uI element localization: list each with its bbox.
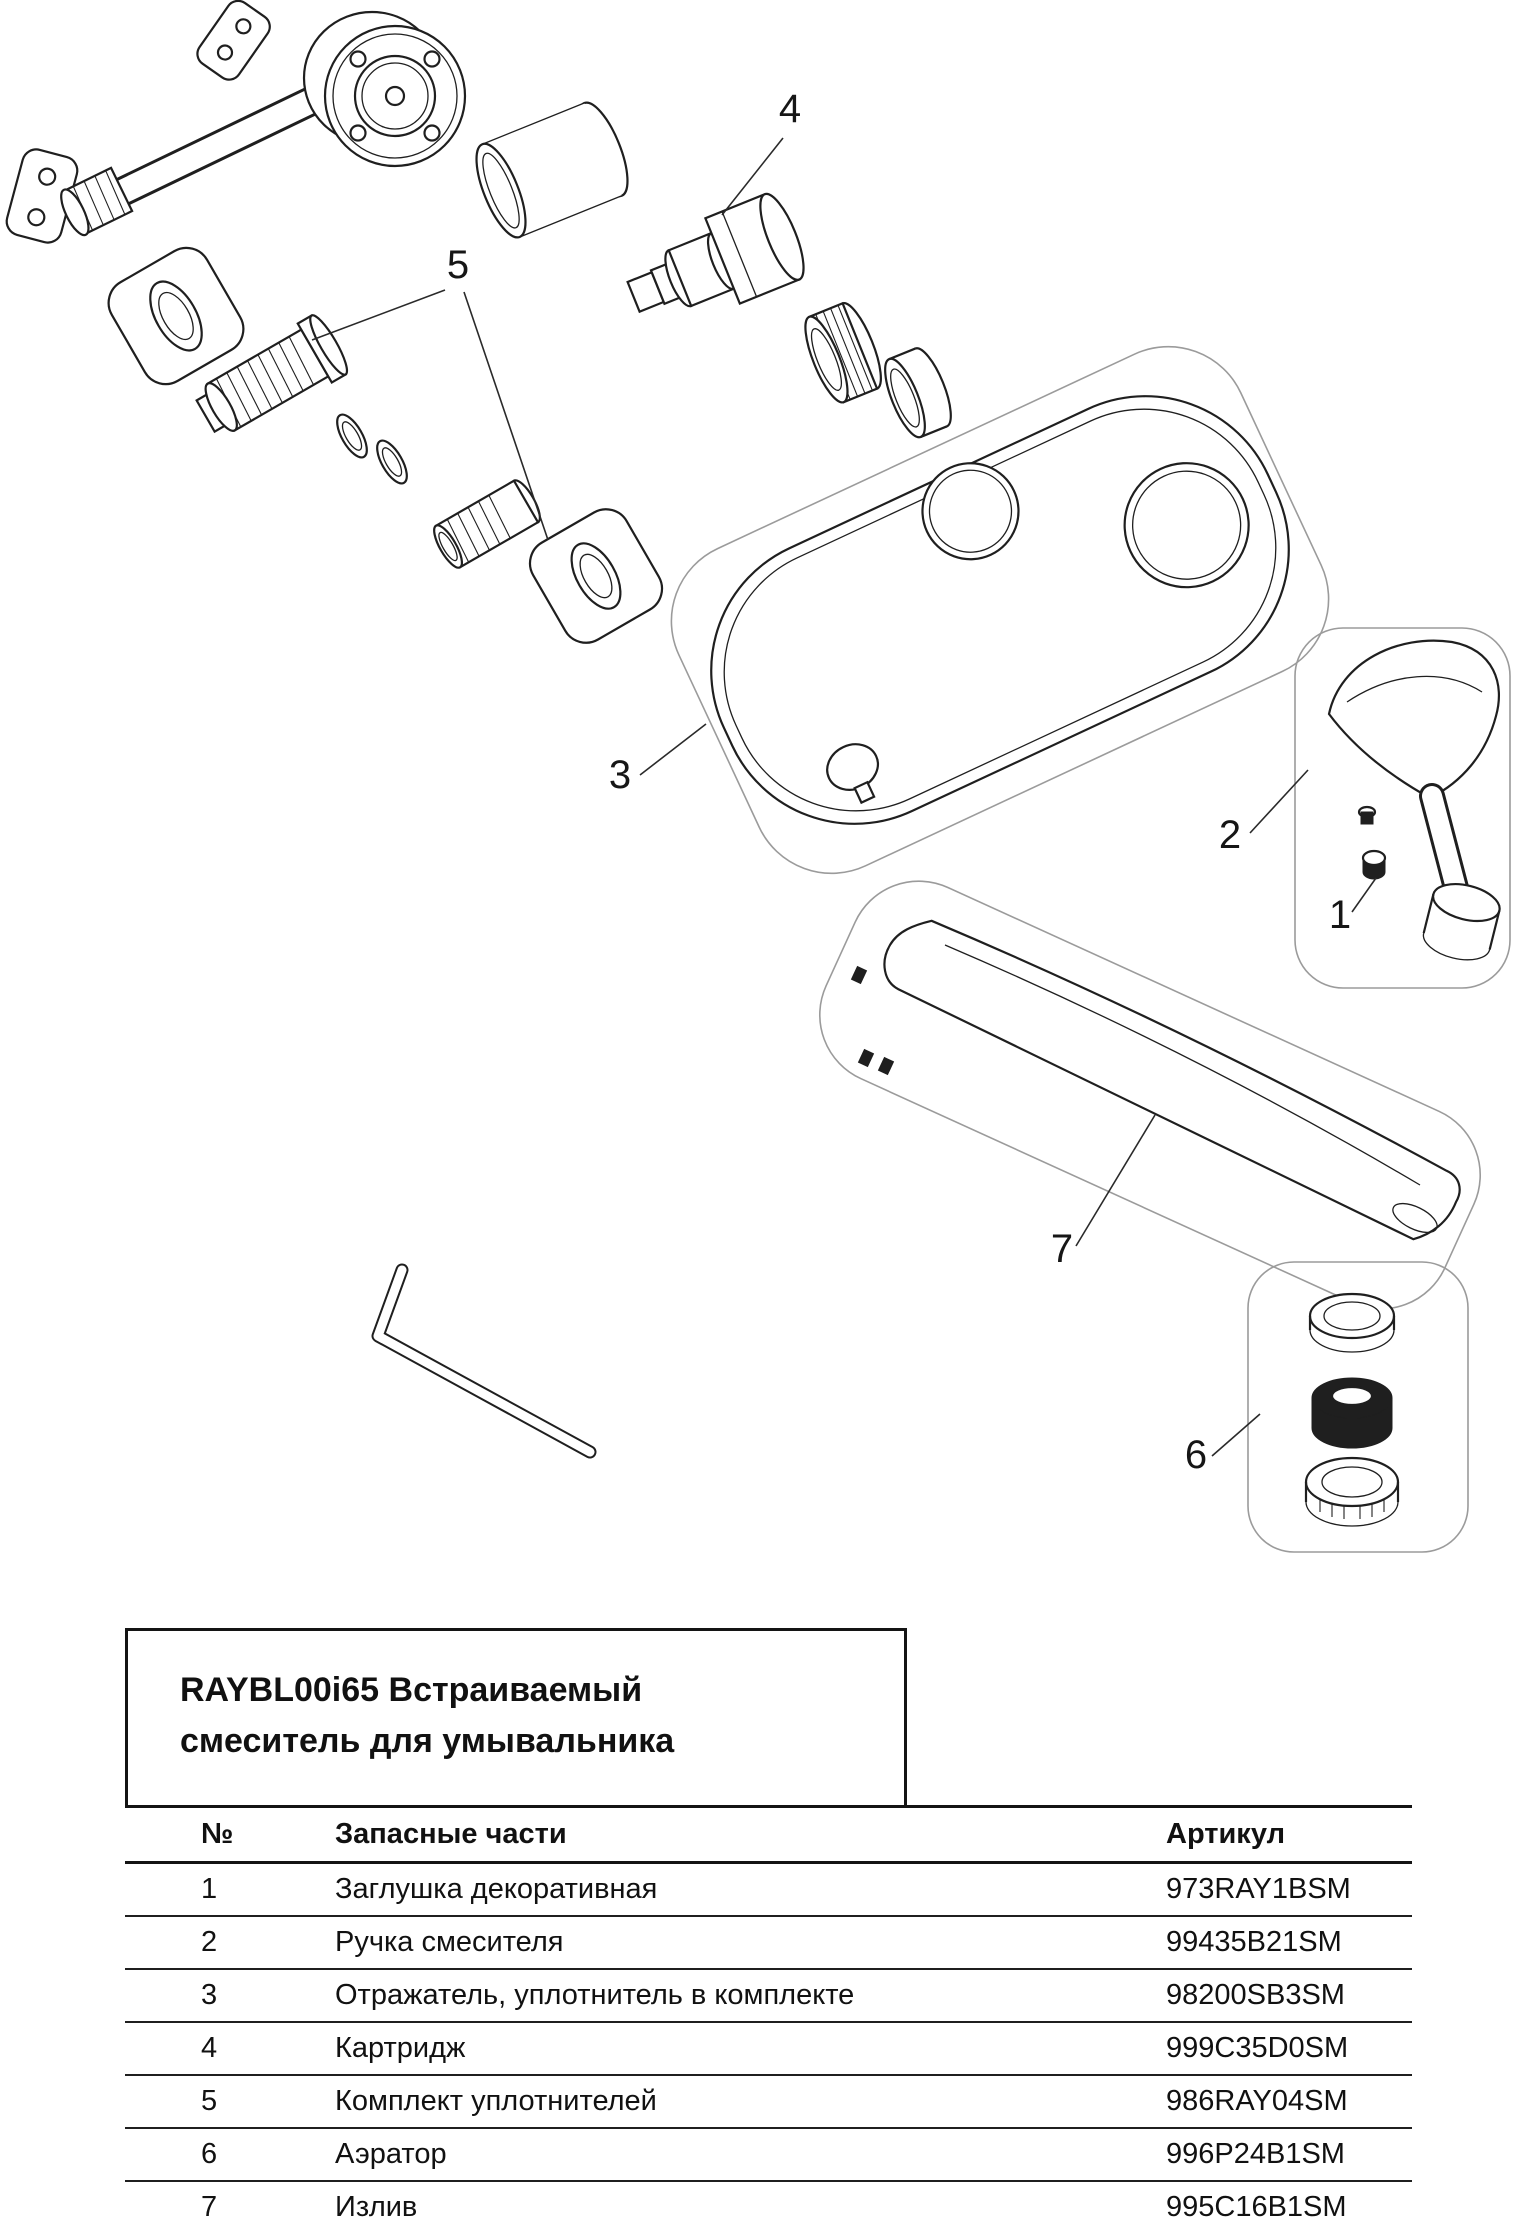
bushing xyxy=(433,479,541,569)
cell-num: 5 xyxy=(201,2085,218,2117)
header-num: № xyxy=(201,1818,234,1850)
mounting-ear-top xyxy=(196,0,271,81)
cell-num: 6 xyxy=(201,2138,218,2170)
trim-ring xyxy=(884,347,952,439)
handle-group-outline xyxy=(1294,627,1511,989)
aerator-washer xyxy=(1308,1292,1396,1353)
mounting-ear-left xyxy=(5,148,79,244)
spec-block: RAYBL00i65 Встраиваемый смеситель для ум… xyxy=(125,1628,1412,2218)
header-article: Артикул xyxy=(1166,1818,1285,1850)
handle-group xyxy=(1327,639,1501,961)
table-header-row: № Запасные части Артикул xyxy=(125,1805,1412,1864)
callout-4: 4 xyxy=(779,87,801,131)
handle-lever xyxy=(1327,639,1500,800)
cell-num: 1 xyxy=(201,1873,218,1905)
aerator-group-outline xyxy=(1247,1261,1469,1553)
table-row: 7 Излив 995C16B1SM xyxy=(125,2182,1412,2218)
callout-5: 5 xyxy=(447,243,469,287)
spout-hole xyxy=(1123,462,1250,589)
table-row: 3 Отражатель, уплотнитель в комплекте 98… xyxy=(125,1970,1412,2023)
cell-part: Отражатель, уплотнитель в комплекте xyxy=(335,1979,855,2011)
cell-num: 3 xyxy=(201,1979,218,2011)
square-gasket-b xyxy=(528,508,664,644)
callout-7: 7 xyxy=(1051,1227,1073,1271)
cell-part: Излив xyxy=(335,2191,418,2218)
spout-outlet xyxy=(1392,1202,1438,1234)
product-title: RAYBL00i65 Встраиваемый смеситель для ум… xyxy=(125,1628,907,1808)
set-screws xyxy=(850,965,895,1076)
mounting-body xyxy=(5,0,467,244)
handle-base xyxy=(1422,883,1501,961)
decorative-plug xyxy=(1361,849,1387,880)
o-ring-2 xyxy=(376,439,408,485)
leader-line-5a xyxy=(311,289,446,341)
sleeve xyxy=(475,101,629,239)
cell-article: 986RAY04SM xyxy=(1166,2085,1348,2117)
cell-num: 2 xyxy=(201,1926,218,1958)
handle-screw xyxy=(1357,805,1377,825)
escutcheon-group-outline xyxy=(670,345,1330,875)
spout-group-outline xyxy=(818,880,1482,1310)
cell-article: 996P24B1SM xyxy=(1166,2138,1345,2170)
threaded-nipple xyxy=(195,314,349,434)
cell-part: Картридж xyxy=(335,2032,466,2064)
ring-nut xyxy=(804,301,882,404)
cell-part: Комплект уплотнителей xyxy=(335,2085,657,2117)
spout-group xyxy=(850,919,1461,1241)
table-row: 1 Заглушка декоративная 973RAY1BSM xyxy=(125,1864,1412,1917)
leader-line-7 xyxy=(1075,1114,1156,1247)
square-gasket-a xyxy=(107,246,245,386)
cell-article: 995C16B1SM xyxy=(1166,2191,1347,2218)
threaded-connector xyxy=(60,166,134,237)
mixer-hole xyxy=(921,462,1020,561)
aerator-shell xyxy=(1304,1456,1400,1527)
allen-key xyxy=(371,1263,597,1459)
cell-article: 973RAY1BSM xyxy=(1166,1873,1351,1905)
spout xyxy=(883,919,1461,1241)
cell-num: 7 xyxy=(201,2191,218,2218)
o-ring-1 xyxy=(336,413,368,459)
table-row: 6 Аэратор 996P24B1SM xyxy=(125,2129,1412,2182)
table-row: 2 Ручка смесителя 99435B21SM xyxy=(125,1917,1412,1970)
aerator-insert xyxy=(1311,1377,1393,1449)
cell-part: Аэратор xyxy=(335,2138,447,2170)
leader-line-2 xyxy=(1249,769,1309,834)
leader-line-3 xyxy=(639,723,707,776)
aerator-group xyxy=(1304,1292,1400,1527)
cell-part: Ручка смесителя xyxy=(335,1926,564,1958)
callout-2: 2 xyxy=(1219,813,1241,857)
cell-article: 98200SB3SM xyxy=(1166,1979,1345,2011)
leader-line-5b xyxy=(463,291,549,541)
table-row: 4 Картридж 999C35D0SM xyxy=(125,2023,1412,2076)
leader-line-6 xyxy=(1211,1413,1261,1457)
leader-line-1 xyxy=(1351,877,1377,913)
cell-article: 99435B21SM xyxy=(1166,1926,1342,1958)
callout-1: 1 xyxy=(1329,893,1351,937)
product-title-line2: смеситель для умывальника xyxy=(180,1722,675,1760)
header-part: Запасные части xyxy=(335,1818,567,1850)
cartridge xyxy=(626,192,805,314)
leader-line-4 xyxy=(721,137,784,216)
exploded-diagram: 4 5 3 2 1 7 6 xyxy=(5,0,1511,1553)
cell-article: 999C35D0SM xyxy=(1166,2032,1349,2064)
cell-part: Заглушка декоративная xyxy=(335,1873,658,1905)
parts-table: № Запасные части Артикул 1 Заглушка деко… xyxy=(125,1805,1412,2218)
cell-num: 4 xyxy=(201,2032,218,2064)
valve-housing xyxy=(302,10,467,168)
callout-3: 3 xyxy=(609,753,631,797)
seal-kit-group xyxy=(107,246,664,644)
product-title-line1: RAYBL00i65 Встраиваемый xyxy=(180,1671,643,1709)
escutcheon-plate xyxy=(710,395,1290,825)
table-row: 5 Комплект уплотнителей 986RAY04SM xyxy=(125,2076,1412,2129)
callout-6: 6 xyxy=(1185,1433,1207,1477)
cartridge-group xyxy=(475,101,952,439)
